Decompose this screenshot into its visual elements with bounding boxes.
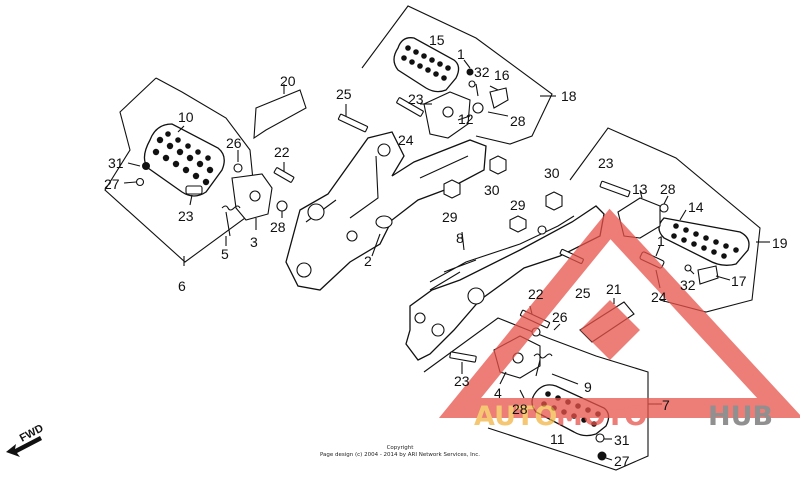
watermark-text: AUTO MOTO HUB — [474, 401, 773, 432]
part-20-plate — [253, 84, 307, 140]
callout-5: 5 — [221, 246, 229, 262]
right-mount-bracket — [405, 205, 605, 361]
callout-6: 6 — [178, 278, 186, 294]
callout-28: 28 — [270, 219, 286, 235]
top-right-footpeg-group — [361, 5, 556, 145]
left-mount-bracket — [285, 104, 487, 291]
callout-26: 26 — [226, 135, 242, 151]
callout-4: 4 — [494, 385, 502, 401]
callout-32: 32 — [474, 64, 490, 80]
callout-15: 15 — [429, 32, 445, 48]
callout-28: 28 — [660, 181, 676, 197]
callout-17: 17 — [731, 273, 747, 289]
top-footpeg-rubber — [393, 37, 460, 93]
callout-19: 19 — [772, 235, 788, 251]
callout-2: 2 — [364, 253, 372, 269]
callout-20: 20 — [280, 73, 296, 89]
callout-30: 30 — [544, 165, 560, 181]
callout-16: 16 — [494, 67, 510, 83]
callout-labels: 20 10 26 22 31 27 23 28 3 5 6 25 2 15 1 … — [104, 32, 788, 469]
callout-21: 21 — [606, 281, 622, 297]
callout-23: 23 — [454, 373, 470, 389]
callout-24: 24 — [398, 132, 414, 148]
left-footpeg-rubber — [143, 123, 225, 197]
callout-30: 30 — [484, 182, 500, 198]
right-footpeg-group — [559, 127, 770, 313]
callout-27: 27 — [614, 453, 630, 469]
callout-26: 26 — [552, 309, 568, 325]
callout-24: 24 — [651, 289, 667, 305]
callout-9: 9 — [584, 379, 592, 395]
right-footpeg-rubber — [658, 217, 750, 266]
callout-10: 10 — [178, 109, 194, 125]
callout-28: 28 — [510, 113, 526, 129]
watermark-part3: HUB — [708, 401, 773, 432]
callout-28: 28 — [512, 401, 528, 417]
callout-29: 29 — [442, 209, 458, 225]
callout-22: 22 — [528, 286, 544, 302]
watermark-part2: MOTO — [556, 401, 647, 432]
center-nuts — [443, 155, 563, 233]
callout-23: 23 — [408, 91, 424, 107]
callout-13: 13 — [632, 181, 648, 197]
callout-12: 12 — [458, 111, 474, 127]
callout-31: 31 — [614, 432, 630, 448]
forward-arrow: FWD — [6, 422, 46, 457]
callout-18: 18 — [561, 88, 577, 104]
callout-23: 23 — [178, 208, 194, 224]
callout-32: 32 — [680, 277, 696, 293]
copyright-notice: Copyright Page design (c) 2004 - 2014 by… — [320, 445, 480, 458]
callout-3: 3 — [250, 234, 258, 250]
callout-1: 1 — [457, 46, 465, 62]
watermark-part1: AUTO — [474, 401, 557, 432]
callout-11: 11 — [550, 431, 565, 447]
callout-23: 23 — [598, 155, 614, 171]
callout-29: 29 — [510, 197, 526, 213]
callout-14: 14 — [688, 199, 704, 215]
callout-31: 31 — [108, 155, 124, 171]
callout-25: 25 — [336, 86, 352, 102]
callout-22: 22 — [274, 144, 290, 160]
callout-25: 25 — [575, 285, 591, 301]
callout-1: 1 — [657, 233, 665, 249]
callout-27: 27 — [104, 176, 120, 192]
copyright-line2: Page design (c) 2004 - 2014 by ARI Netwo… — [320, 452, 480, 458]
left-footpeg-group — [104, 77, 295, 266]
callout-8: 8 — [456, 230, 464, 246]
copyright-line1: Copyright — [387, 445, 415, 451]
callout-7: 7 — [662, 397, 670, 413]
watermark-logo: AUTO MOTO HUB — [438, 208, 800, 432]
